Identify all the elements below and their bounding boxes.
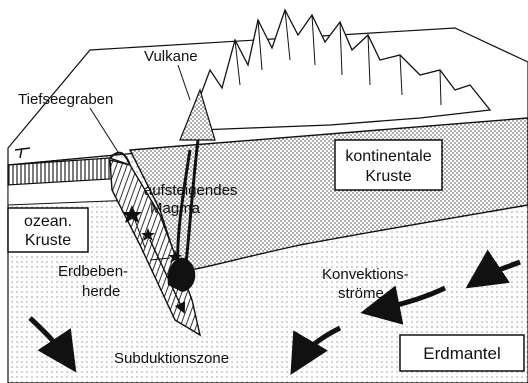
label-volcanoes: Vulkane (144, 48, 198, 65)
label-earthquake-foci-1: Erdbeben- (58, 263, 128, 280)
label-continental-crust-1: kontinentale (345, 148, 431, 165)
label-rising-magma-2: Magma (150, 200, 201, 217)
label-continental-crust-2: Kruste (365, 168, 411, 185)
label-earthquake-foci-2: herde (82, 283, 120, 300)
label-mantle: Erdmantel (423, 344, 500, 363)
label-subduction-zone: Subduktionszone (114, 350, 229, 367)
label-convection-2: ströme (338, 285, 384, 302)
label-rising-magma-1: aufsteigendes (144, 182, 237, 199)
label-trench: Tiefseegraben (18, 91, 113, 108)
label-oceanic-crust-2: Kruste (25, 232, 71, 249)
label-convection-1: Konvektions- (322, 266, 409, 283)
label-oceanic-crust-1: ozean. (24, 213, 72, 230)
